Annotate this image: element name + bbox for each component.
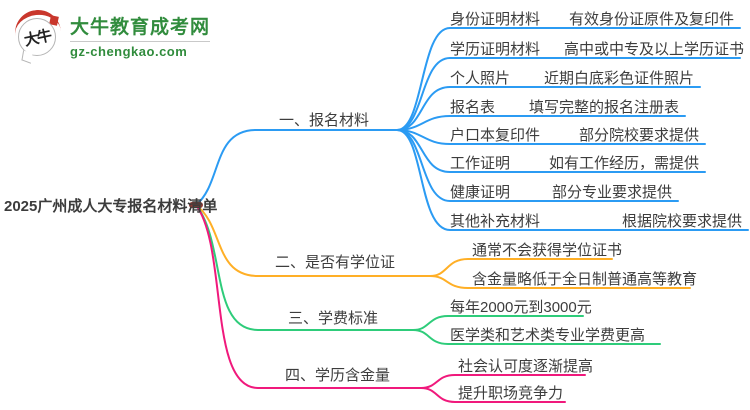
item-label: 个人照片 xyxy=(450,70,511,87)
edge-branch2-main xyxy=(195,204,431,277)
item-value: 高中或中专及以上学历证书 xyxy=(564,41,745,58)
subtopic-text: 通常不会获得学位证书 xyxy=(472,242,623,259)
material-row: 工作证明 如有工作经历，需提供 xyxy=(450,152,699,173)
logo-bull-icon: 大牛 xyxy=(12,7,62,64)
logo-speech-bubble: 大牛 xyxy=(18,18,56,56)
edge-branch1-main xyxy=(195,129,398,206)
item-label: 报名表 xyxy=(450,99,496,116)
item-value: 近期白底彩色证件照片 xyxy=(543,70,694,87)
item-value: 根据院校要求提供 xyxy=(621,213,742,230)
material-row: 身份证明材料 有效身份证原件及复印件 xyxy=(450,8,734,29)
item-label: 工作证明 xyxy=(450,155,511,172)
subtopic-text: 含金量略低于全日制普通高等教育 xyxy=(472,271,698,288)
edge-branch1-item1 xyxy=(396,57,741,131)
item-label: 户口本复印件 xyxy=(450,127,541,144)
subtopic-text: 每年2000元到3000元 xyxy=(450,299,592,316)
branch-label-degree: 二、是否有学位证 xyxy=(274,254,395,271)
logo-bubble-text: 大牛 xyxy=(22,26,52,49)
edge-branch2-item1 xyxy=(429,275,691,289)
material-row: 健康证明 部分专业要求提供 xyxy=(450,181,672,202)
material-row: 报名表 填写完整的报名注册表 xyxy=(450,96,679,117)
root-hub-marker xyxy=(189,202,203,208)
material-row: 其他补充材料 根据院校要求提供 xyxy=(450,210,742,231)
site-name: 大牛教育成考网 xyxy=(70,16,211,38)
site-url: gz-chengkao.com xyxy=(70,40,211,59)
item-value: 如有工作经历，需提供 xyxy=(548,155,699,172)
subtopic-text: 社会认可度逐渐提高 xyxy=(458,358,594,375)
item-label: 学历证明材料 xyxy=(450,41,541,58)
edge-branch1-item2 xyxy=(396,86,701,131)
item-value: 部分院校要求提供 xyxy=(578,127,699,144)
edge-branch3-item1 xyxy=(412,329,661,345)
edge-branch4-item1 xyxy=(420,387,566,403)
material-row: 学历证明材料 高中或中专及以上学历证书 xyxy=(450,38,744,59)
item-value: 部分专业要求提供 xyxy=(551,184,672,201)
site-logo: 大牛 大牛教育成考网 gz-chengkao.com xyxy=(12,7,211,64)
item-value: 填写完整的报名注册表 xyxy=(528,99,679,116)
edge-branch4-main xyxy=(195,204,422,389)
material-row: 户口本复印件 部分院校要求提供 xyxy=(450,124,699,145)
root-topic: 2025广州成人大专报名材料清单 xyxy=(4,198,218,215)
item-value: 有效身份证原件及复印件 xyxy=(568,11,734,28)
branch-label-tuition: 三、学费标准 xyxy=(287,310,378,327)
edge-branch1-item0 xyxy=(396,27,741,131)
branch-label-materials: 一、报名材料 xyxy=(278,112,369,129)
edge-branch1-item7 xyxy=(396,129,749,231)
subtopic-text: 提升职场竞争力 xyxy=(458,385,564,402)
item-label: 健康证明 xyxy=(450,184,511,201)
material-row: 个人照片 近期白底彩色证件照片 xyxy=(450,67,694,88)
branch-label-value: 四、学历含金量 xyxy=(284,367,390,384)
subtopic-text: 医学类和艺术类专业学费更高 xyxy=(450,327,646,344)
logo-text-block: 大牛教育成考网 gz-chengkao.com xyxy=(70,12,211,59)
item-label: 其他补充材料 xyxy=(450,213,541,230)
item-label: 身份证明材料 xyxy=(450,11,541,28)
